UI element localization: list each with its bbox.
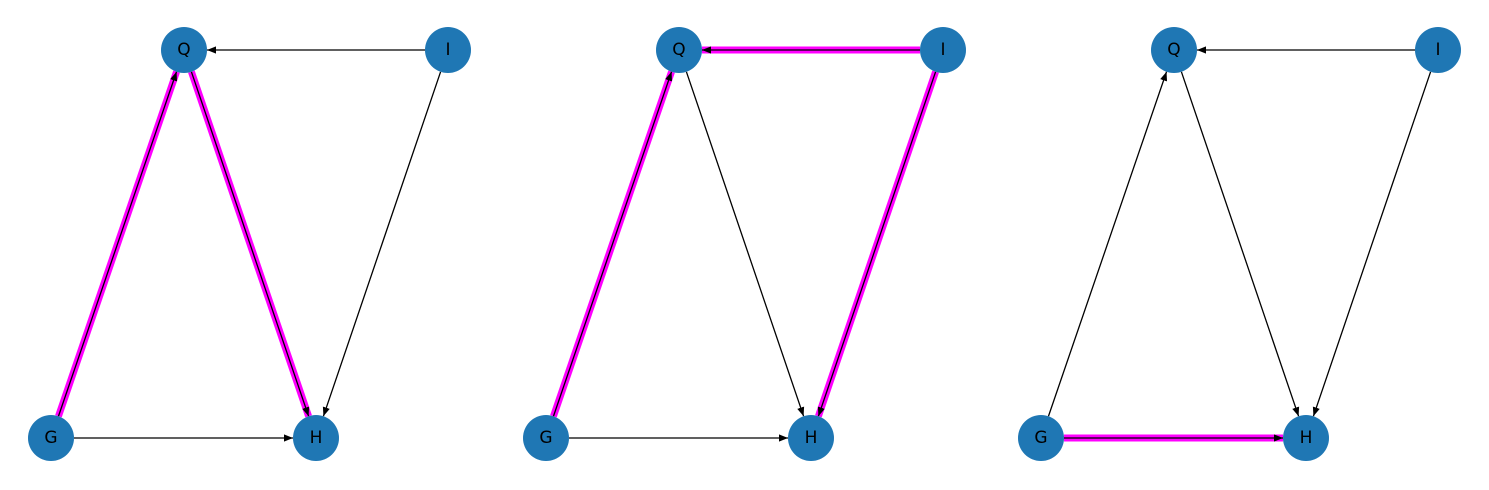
node-label: H (805, 428, 818, 448)
node-circle (1283, 415, 1329, 461)
edge-i-h (1312, 71, 1432, 417)
node-label: I (1435, 40, 1440, 60)
graph-panel-3: Q I G H (1018, 27, 1461, 461)
edge-q-h (1180, 71, 1300, 417)
node-circle (920, 27, 966, 73)
node-circle (656, 27, 702, 73)
node-circle (788, 415, 834, 461)
node-label: H (1300, 428, 1313, 448)
node-q: Q (161, 27, 207, 73)
edge-g-q (57, 71, 178, 417)
edge-g-q (1047, 71, 1168, 417)
edge-i-h (322, 71, 442, 417)
node-circle (1151, 27, 1197, 73)
node-g: G (523, 415, 569, 461)
node-label: Q (177, 40, 190, 60)
node-q: Q (656, 27, 702, 73)
node-i: I (425, 27, 471, 73)
node-label: Q (1167, 40, 1180, 60)
graph-panel-2: Q I G H (523, 27, 966, 461)
node-circle (1415, 27, 1461, 73)
graph-panel-1: Q I G H (28, 27, 471, 461)
node-label: G (539, 428, 552, 448)
node-q: Q (1151, 27, 1197, 73)
node-i: I (1415, 27, 1461, 73)
node-h: H (788, 415, 834, 461)
node-circle (523, 415, 569, 461)
node-circle (293, 415, 339, 461)
edge-g-q (552, 71, 673, 417)
node-circle (1018, 415, 1064, 461)
node-label: Q (672, 40, 685, 60)
node-circle (28, 415, 74, 461)
node-label: H (310, 428, 323, 448)
node-label: G (44, 428, 57, 448)
node-label: I (940, 40, 945, 60)
node-circle (425, 27, 471, 73)
edge-i-h (817, 71, 937, 417)
edge-q-h (190, 71, 310, 417)
node-label: I (445, 40, 450, 60)
node-h: H (1283, 415, 1329, 461)
node-g: G (1018, 415, 1064, 461)
node-circle (161, 27, 207, 73)
node-i: I (920, 27, 966, 73)
node-g: G (28, 415, 74, 461)
node-h: H (293, 415, 339, 461)
node-label: G (1034, 428, 1047, 448)
edge-q-h (685, 71, 805, 417)
